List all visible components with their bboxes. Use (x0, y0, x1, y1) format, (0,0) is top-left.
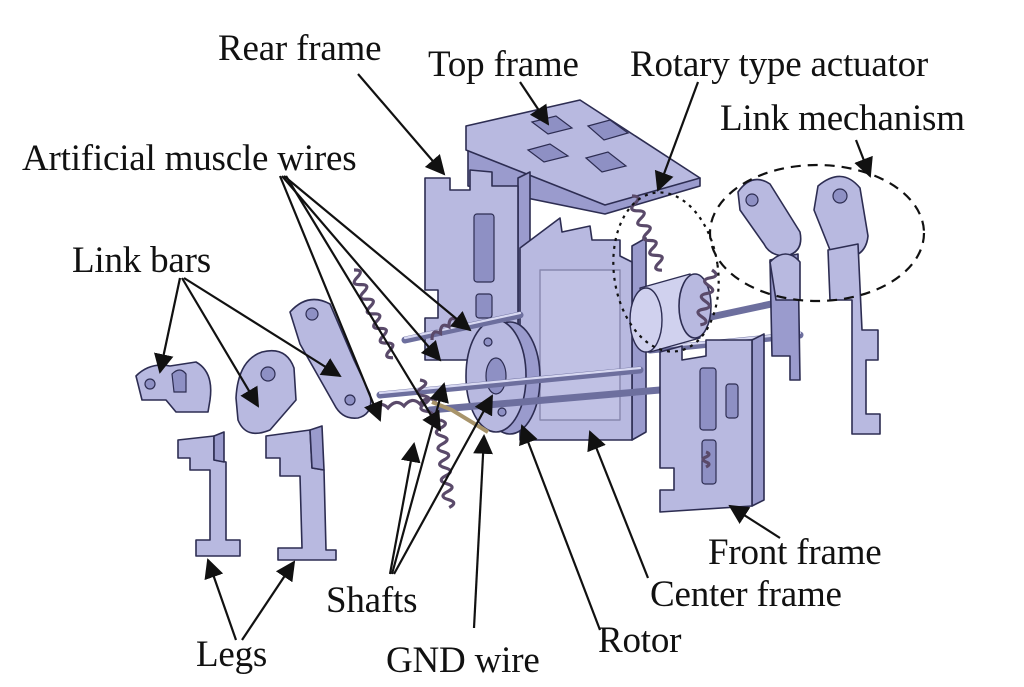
label-gnd-wire: GND wire (386, 640, 540, 681)
label-link-bars: Link bars (72, 240, 211, 281)
link-mechanism-outline (708, 163, 926, 303)
center-frame-part (519, 217, 647, 441)
rotary-actuator-outline (612, 191, 720, 353)
label-front-frame: Front frame (708, 532, 882, 573)
top-frame-part (465, 99, 701, 215)
label-link-mechanism: Link mechanism (720, 98, 965, 139)
label-legs: Legs (196, 634, 268, 675)
left-link-bars-part (135, 298, 372, 561)
label-rotary-actuator: Rotary type actuator (630, 44, 929, 85)
label-top-frame: Top frame (428, 44, 579, 85)
label-rotor: Rotor (598, 620, 682, 661)
label-rear-frame: Rear frame (218, 28, 382, 69)
rotary-actuator-part (629, 273, 712, 353)
label-center-frame: Center frame (650, 574, 842, 615)
leader-lines (154, 73, 873, 641)
front-frame-part (659, 333, 765, 513)
rotor-part (465, 319, 541, 435)
label-artificial-muscle-wires: Artificial muscle wires (22, 138, 357, 179)
link-mechanism-part (737, 175, 881, 435)
label-shafts: Shafts (326, 580, 418, 621)
